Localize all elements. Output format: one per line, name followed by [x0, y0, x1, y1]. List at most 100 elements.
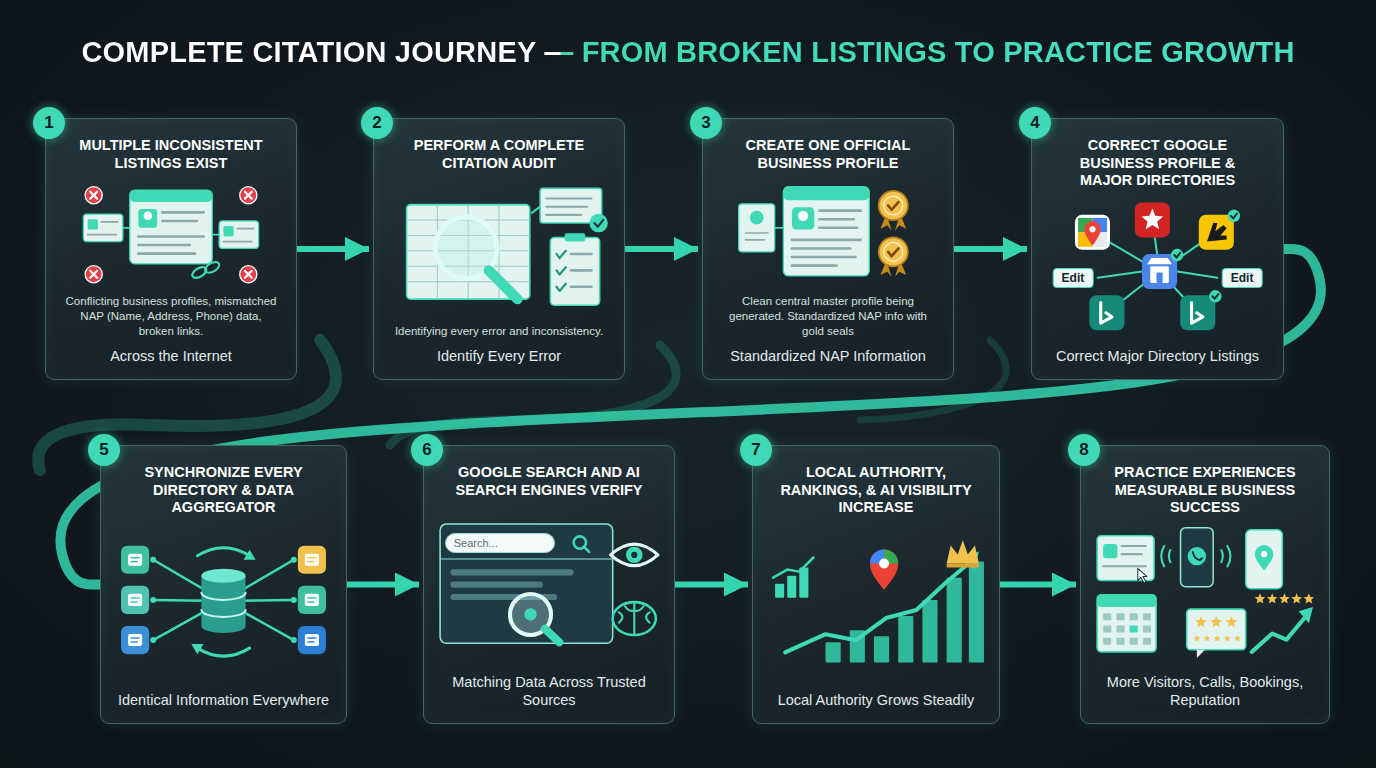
- illustration-part: [1193, 552, 1202, 560]
- illustration-part: [1261, 551, 1267, 557]
- illustration-part: [121, 586, 149, 614]
- illustration-part: [90, 192, 97, 199]
- step-card: 4CORRECT GOOGLE BUSINESS PROFILE & MAJOR…: [1031, 118, 1284, 380]
- illustration-part: [298, 546, 326, 574]
- illustration-part: [1267, 593, 1278, 603]
- illustration-part: [884, 243, 903, 262]
- illustration-part: [308, 601, 314, 603]
- illustration: [715, 178, 941, 290]
- step-caption: More Visitors, Calls, Bookings, Reputati…: [1093, 673, 1317, 709]
- step-illustration: [113, 523, 334, 683]
- illustration: [386, 178, 612, 320]
- illustration: [765, 523, 987, 683]
- illustration-part: [898, 616, 913, 662]
- illustration-part: [128, 594, 142, 606]
- illustration-part: [819, 227, 857, 230]
- illustration-part: [450, 582, 542, 588]
- illustration-part: [85, 266, 102, 283]
- step-card: 1MULTIPLE INCONSISTENT LISTINGS EXISTCon…: [45, 118, 297, 380]
- illustration-part: [162, 211, 203, 214]
- illustration-part: [219, 221, 259, 248]
- illustration-part: [792, 256, 856, 259]
- illustration-part: [88, 220, 98, 230]
- illustration-part: [792, 208, 814, 230]
- step-caption: Local Authority Grows Steadily: [765, 691, 987, 709]
- illustration-part: [1304, 593, 1315, 603]
- illustration-part: [947, 564, 979, 568]
- step-number: 3: [690, 107, 722, 139]
- illustration-part: [1279, 593, 1290, 603]
- step-caption: Matching Data Across Trusted Sources: [436, 673, 662, 709]
- illustration-part: [1116, 613, 1124, 620]
- illustration-part: [308, 641, 314, 643]
- illustration-part: [799, 568, 808, 598]
- illustration-part: [440, 524, 613, 643]
- step-illustration: [765, 523, 987, 683]
- flow-arrow: [347, 582, 419, 588]
- illustration-part: [90, 271, 97, 278]
- illustration-part: [291, 557, 297, 563]
- step-card: 8PRACTICE EXPERIENCES MEASURABLE BUSINES…: [1080, 445, 1330, 724]
- illustration-part: [1075, 215, 1110, 250]
- illustration-part: [1097, 595, 1156, 652]
- illustration-part: [138, 209, 157, 228]
- illustration-part: [130, 190, 212, 202]
- illustration-part: [203, 260, 221, 275]
- illustration-part: [85, 187, 102, 204]
- illustration-part: [879, 238, 908, 267]
- step-number: 1: [33, 107, 65, 139]
- step-number: 6: [411, 434, 443, 466]
- step-card: 6GOOGLE SEARCH AND AI SEARCH ENGINES VER…: [423, 445, 675, 724]
- illustration-part: [308, 597, 316, 599]
- illustration-part: [1234, 635, 1241, 641]
- illustration-part: [1212, 294, 1218, 299]
- illustration-part: [305, 554, 319, 566]
- illustration-part: [1210, 616, 1222, 627]
- illustration-part: [1150, 266, 1169, 283]
- illustration-part: [798, 211, 808, 221]
- illustration-part: [237, 228, 253, 230]
- step-number: 2: [361, 107, 393, 139]
- illustration-part: [128, 634, 142, 646]
- step-number: 4: [1019, 107, 1051, 139]
- illustration-part: [197, 548, 249, 556]
- illustration-part: [1084, 221, 1101, 246]
- illustration-part: [546, 214, 581, 216]
- illustration-part: [826, 642, 841, 662]
- step-illustration: [386, 178, 612, 320]
- illustration-part: [1122, 545, 1146, 547]
- illustration-part: [150, 557, 156, 563]
- illustration-part: [440, 559, 613, 560]
- illustration-part: [1147, 258, 1172, 264]
- illustration-part: [1103, 638, 1111, 645]
- illustration-part: [888, 202, 898, 210]
- illustration-part: [240, 266, 257, 283]
- illustration-part: [792, 239, 861, 242]
- step-card: 2PERFORM A COMPLETE CITATION AUDITIdenti…: [373, 118, 625, 380]
- illustration: [113, 523, 334, 683]
- step-heading: GOOGLE SEARCH AND AI SEARCH ENGINES VERI…: [436, 462, 662, 499]
- illustration-part: [308, 557, 316, 559]
- step-illustration: [1093, 523, 1317, 665]
- illustration-part: [1192, 303, 1203, 324]
- illustration-part: [245, 271, 252, 278]
- illustration-part: [1231, 214, 1237, 219]
- illustration-part: [131, 561, 137, 563]
- illustration-part: [131, 557, 139, 559]
- edit-chip: Edit: [1053, 268, 1094, 288]
- step-card: 5SYNCHRONIZE EVERY DIRECTORY & DATA AGGR…: [100, 445, 347, 724]
- step-caption: Correct Major Directory Listings: [1044, 347, 1271, 365]
- illustration-part: [138, 236, 203, 239]
- illustration-part: [138, 244, 190, 247]
- illustration-part: [746, 239, 765, 241]
- illustration-part: [619, 603, 650, 636]
- illustration-part: [546, 198, 591, 200]
- illustration-part: [879, 191, 908, 220]
- illustration-part: [223, 241, 251, 243]
- illustration-part: [1226, 616, 1238, 627]
- step-heading: LOCAL AUTHORITY, RANKINGS, & AI VISIBILI…: [765, 462, 987, 517]
- step-card: 7LOCAL AUTHORITY, RANKINGS, & AI VISIBIL…: [752, 445, 1000, 724]
- illustration-part: [291, 597, 297, 603]
- illustration-part: [1181, 528, 1214, 587]
- step-description: Identifying every error and inconsistenc…: [386, 324, 612, 339]
